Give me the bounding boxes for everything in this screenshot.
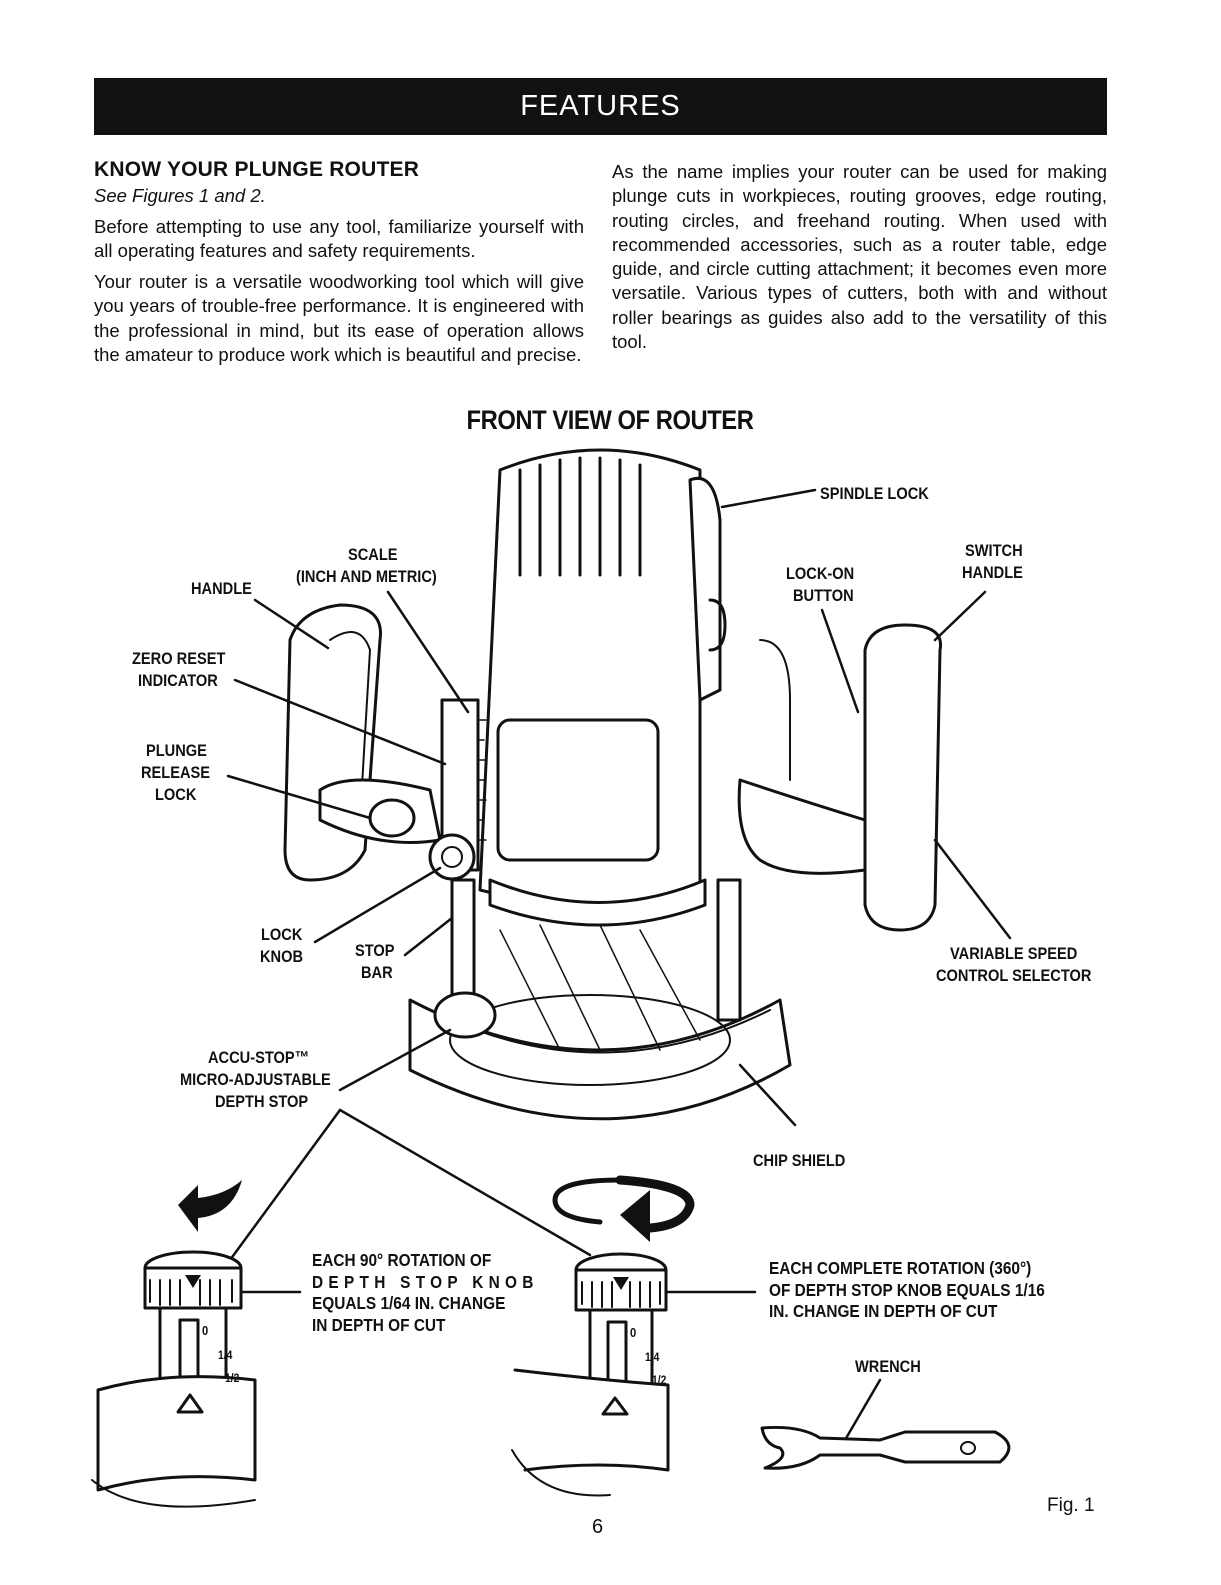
note-90-rotation: EACH 90° ROTATION OF DEPTH STOP KNOB EQU… [312,1250,539,1336]
label-scale-2: (INCH AND METRIC) [296,567,437,586]
label-wrench: WRENCH [855,1357,921,1376]
label-plunge-2: RELEASE [141,763,211,782]
scale-mark-half-right: 1/2 [652,1373,667,1387]
intro-paragraph-3: As the name implies your router can be u… [612,161,1107,353]
router-base [408,998,792,1121]
label-switch-handle-2: HANDLE [962,563,1023,582]
intro-left-column: KNOW YOUR PLUNGE ROUTER See Figures 1 an… [94,158,584,374]
leader-variable-speed [933,838,1012,940]
depth-stop-detail-right [511,1252,670,1497]
note-360-line-2: OF DEPTH STOP KNOB EQUALS 1/16 [769,1279,1045,1300]
note-90-line-4: IN DEPTH OF CUT [312,1314,446,1335]
label-zero-reset-1: ZERO RESET [132,649,226,668]
depth-stop-detail-left [91,1250,257,1508]
leader-zero-reset [233,678,447,766]
left-handle [283,603,382,882]
label-plunge-1: PLUNGE [146,741,207,760]
figure-reference: See Figures 1 and 2. [94,185,266,207]
label-lock-on-1: LOCK-ON [786,564,855,583]
scale-mark-quarter-right: 1/4 [645,1350,660,1364]
leader-scale [386,590,470,714]
arrow-left-icon [178,1180,242,1232]
intro-paragraph-1: Before attempting to use any tool, famil… [94,215,584,261]
note-90-line-3: EQUALS 1/64 IN. CHANGE [312,1293,506,1313]
note-360-line-3: IN. CHANGE IN DEPTH OF CUT [769,1301,998,1321]
label-switch-handle-1: SWITCH [965,541,1023,560]
leader-lock-on [820,608,860,714]
label-variable-speed-2: CONTROL SELECTOR [936,966,1092,985]
figure-label: Fig. 1 [1047,1495,1095,1516]
label-stop-bar-2: BAR [361,963,393,982]
label-handle: HANDLE [191,579,252,598]
note-360-rotation: EACH COMPLETE ROTATION (360°) OF DEPTH S… [769,1258,1045,1323]
scale-mark-quarter-left: 1/4 [218,1348,233,1362]
scale-mark-half-left: 1/2 [225,1371,240,1385]
features-banner: FEATURES [94,78,1107,135]
banner-title: FEATURES [520,90,681,122]
intro-paragraph-2: Your router is a versatile woodworking t… [94,271,584,366]
rotation-arrow-icon [552,1177,623,1225]
leader-handle [253,598,330,650]
label-lock-knob-1: LOCK [261,925,303,944]
label-plate [496,718,660,862]
leader-chip-shield [738,1063,797,1127]
figure-title: FRONT VIEW OF ROUTER [466,405,754,435]
label-stop-bar-1: STOP [355,941,395,960]
label-lock-knob-2: KNOB [260,947,304,966]
label-plunge-3: LOCK [155,785,197,804]
label-accu-stop-2: MICRO-ADJUSTABLE [180,1070,331,1089]
note-360-line-1: EACH COMPLETE ROTATION (360°) [769,1258,1032,1278]
label-accu-stop-3: DEPTH STOP [215,1092,309,1111]
label-scale-1: SCALE [348,545,398,564]
label-zero-reset-2: INDICATOR [138,671,218,690]
scale-mark-zero-left: 0 [202,1323,209,1338]
wrench-icon [760,1426,1011,1470]
intro-right-column: As the name implies your router can be u… [612,160,1107,361]
section-heading: KNOW YOUR PLUNGE ROUTER [94,158,420,181]
leader-spindle-lock [720,488,817,509]
note-90-line-1: EACH 90° ROTATION OF [312,1250,492,1270]
label-lock-on-2: BUTTON [793,586,854,605]
leader-plunge-release [226,774,372,820]
label-accu-stop-1: ACCU-STOP™ [208,1048,310,1067]
switch-handle [863,623,943,932]
label-spindle-lock: SPINDLE LOCK [820,484,929,503]
page-number: 6 [592,1516,604,1538]
note-90-line-2: DEPTH STOP KNOB [312,1271,539,1292]
lock-knob [428,833,476,881]
right-post [716,878,742,1022]
leader-lock-knob [313,866,442,944]
leader-wrench [843,1378,882,1442]
leader-switch-handle [933,590,987,642]
label-chip-shield: CHIP SHIELD [753,1151,846,1170]
leader-accu-stop [338,1028,452,1092]
label-variable-speed-1: VARIABLE SPEED [950,944,1078,963]
leader-stop-bar [403,916,454,957]
scale-mark-zero-right: 0 [630,1325,637,1340]
